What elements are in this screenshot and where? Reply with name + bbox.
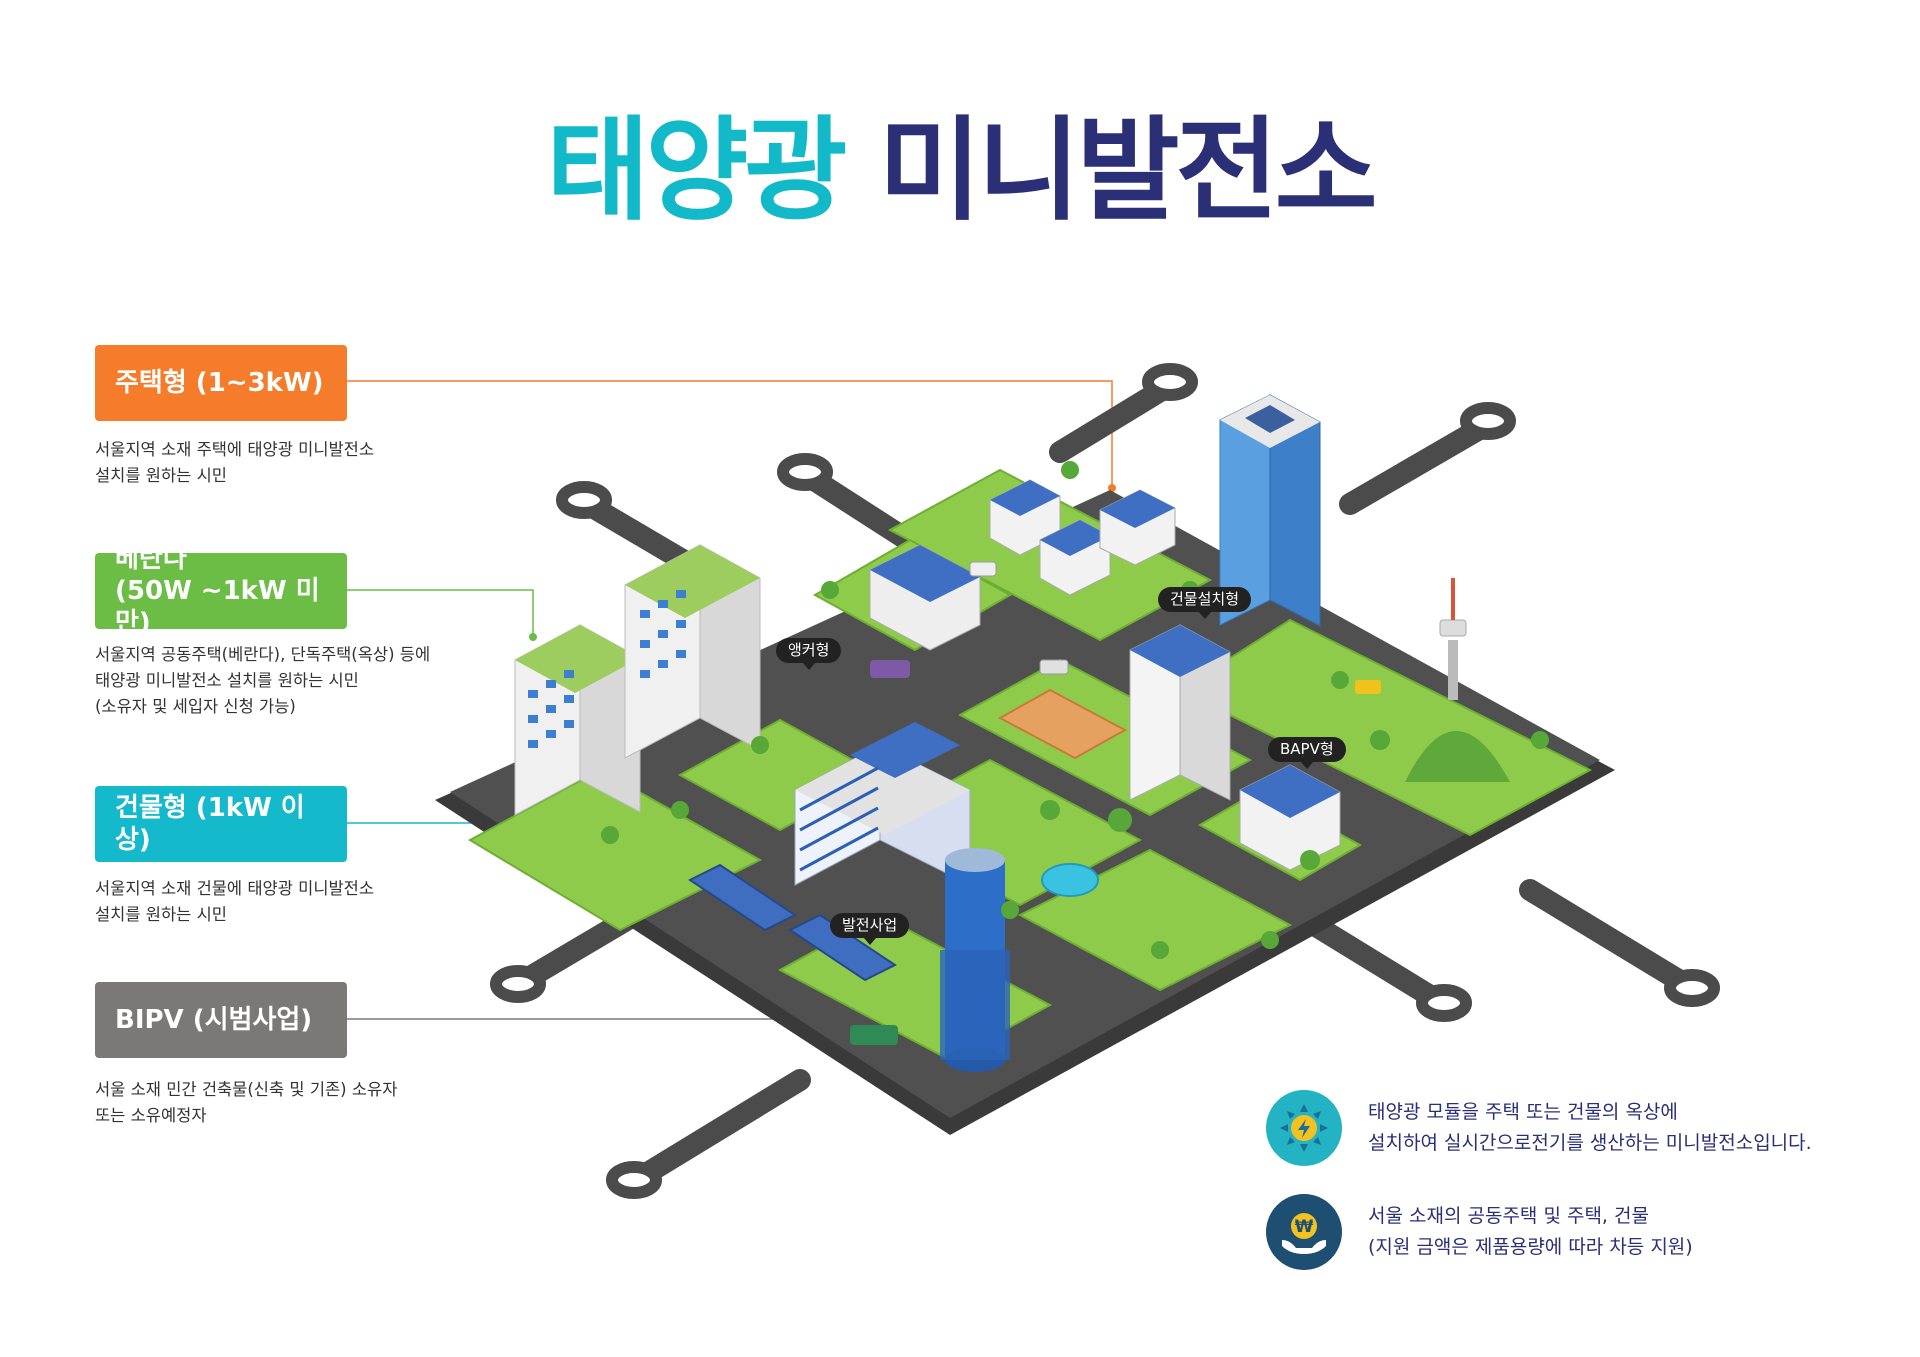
connector-veranda: [347, 589, 534, 637]
info-text-line: 서울 소재의 공동주택 및 주택, 건물: [1368, 1205, 1649, 1227]
mountain-tower: [1405, 578, 1510, 782]
solar-carports: [688, 863, 897, 982]
won-hands-icon: ₩: [1266, 1194, 1342, 1270]
info-text-line: 설치하여 실시간으로전기를 생산하는 미니발전소입니다.: [1368, 1132, 1812, 1154]
category-house-desc: 서울지역 소재 주택에 태양광 미니발전소 설치를 원하는 시민: [95, 437, 374, 489]
map-label-bapv: BAPV형: [1268, 737, 1346, 769]
map-label-anchor: 앵커형: [776, 638, 842, 670]
category-bipv-label: BIPV (시범사업): [115, 1005, 313, 1035]
category-building-desc-line: 설치를 원하는 시민: [95, 905, 227, 924]
info-text-module: 태양광 모듈을 주택 또는 건물의 옥상에 설치하여 실시간으로전기를 생산하는…: [1368, 1097, 1812, 1159]
category-building-box: 건물형 (1kW 이상): [95, 786, 347, 862]
road-spokes: [509, 374, 1701, 1191]
mid-building: [1129, 624, 1341, 871]
info-text-line: (지원 금액은 제품용량에 따라 차등 지원): [1368, 1236, 1693, 1258]
category-veranda-desc-line: (소유자 및 세입자 신청 가능): [95, 697, 296, 716]
category-house-box: 주택형 (1~3kW): [95, 345, 347, 421]
category-bipv-desc-line: 서울 소재 민간 건축물(신축 및 기존) 소유자: [95, 1080, 398, 1099]
category-bipv-desc-line: 또는 소유예정자: [95, 1106, 207, 1125]
category-veranda-desc: 서울지역 공동주택(베란다), 단독주택(옥상) 등에 태양광 미니발전소 설치…: [95, 642, 430, 720]
page-title: 태양광 미니발전소: [0, 109, 1920, 233]
pond: [1041, 863, 1099, 897]
apartment-buildings: [514, 544, 761, 816]
title-part-1: 태양광: [546, 106, 847, 236]
info-row-support: ₩ 서울 소재의 공동주택 및 주택, 건물 (지원 금액은 제품용량에 따라 …: [1266, 1194, 1693, 1270]
info-text-support: 서울 소재의 공동주택 및 주택, 건물 (지원 금액은 제품용량에 따라 차등…: [1368, 1201, 1693, 1263]
won-symbol: ₩: [1295, 1217, 1314, 1237]
sun-module-icon: [1266, 1090, 1342, 1166]
office-building: [794, 722, 971, 886]
connector-house: [347, 380, 1113, 488]
map-label-power-business: 발전사업: [830, 913, 910, 945]
category-house-desc-line: 서울지역 소재 주택에 태양광 미니발전소: [95, 440, 375, 459]
houses-top: [869, 479, 1176, 651]
road-end-rings: [490, 363, 1720, 1199]
connector-veranda-dot: [529, 633, 537, 641]
sports-court: [997, 688, 1128, 760]
category-building-desc: 서울지역 소재 건물에 태양광 미니발전소 설치를 원하는 시민: [95, 876, 374, 928]
category-veranda-desc-line: 태양광 미니발전소 설치를 원하는 시민: [95, 671, 359, 690]
vehicles: [850, 561, 1381, 1045]
high-rise-tower: [1219, 394, 1321, 627]
category-veranda-label-2: (50W ~1kW 미만): [115, 576, 320, 638]
info-row-module: 태양광 모듈을 주택 또는 건물의 옥상에 설치하여 실시간으로전기를 생산하는…: [1266, 1090, 1812, 1166]
category-building-desc-line: 서울지역 소재 건물에 태양광 미니발전소: [95, 879, 375, 898]
category-veranda-box: 베란다 (50W ~1kW 미만): [95, 544, 347, 638]
glass-tower: [940, 848, 1010, 1072]
category-bipv-box: BIPV (시범사업): [95, 982, 347, 1058]
category-veranda-label: 베란다: [115, 544, 187, 574]
category-house-desc-line: 설치를 원하는 시민: [95, 466, 227, 485]
info-text-line: 태양광 모듈을 주택 또는 건물의 옥상에: [1368, 1101, 1678, 1123]
category-veranda-desc-line: 서울지역 공동주택(베란다), 단독주택(옥상) 등에: [95, 645, 431, 664]
title-part-2: 미니발전소: [878, 106, 1377, 236]
map-label-building-install: 건물설치형: [1158, 587, 1252, 619]
category-bipv-desc: 서울 소재 민간 건축물(신축 및 기존) 소유자 또는 소유예정자: [95, 1077, 397, 1129]
category-house-label: 주택형 (1~3kW): [115, 368, 324, 398]
category-building-label: 건물형 (1kW 이상): [115, 793, 305, 855]
